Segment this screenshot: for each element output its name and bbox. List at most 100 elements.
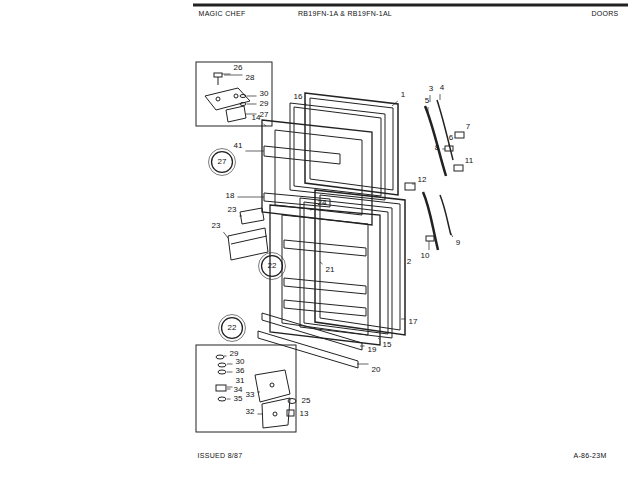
- callout-number: 12: [417, 176, 428, 184]
- door-liner: [270, 205, 380, 345]
- leader-line: [222, 74, 231, 75]
- liner-recess: [282, 215, 368, 335]
- bin-cover: [240, 208, 264, 224]
- callout-number: 13: [299, 410, 310, 418]
- bin-edge: [231, 236, 267, 244]
- washer: [218, 397, 226, 401]
- butter-bin: [228, 228, 268, 260]
- leader-line: [247, 96, 257, 97]
- door-shelf: [284, 278, 366, 294]
- detail-circle-rim: [209, 149, 236, 176]
- callout-number: 14: [251, 114, 262, 122]
- leader-line: [449, 144, 450, 146]
- screw-shank: [218, 77, 219, 85]
- leader-line: [357, 364, 369, 365]
- gasket-inner: [294, 107, 381, 196]
- callout-number: 5: [424, 97, 430, 105]
- washer: [240, 95, 246, 98]
- header-text: MAGIC CHEF: [198, 10, 247, 17]
- leader-line: [224, 356, 227, 357]
- leader-line: [239, 216, 242, 217]
- door-panel: [305, 93, 398, 195]
- callout-number: 3: [428, 85, 434, 93]
- leader-line: [257, 392, 260, 393]
- detail-circle-rim: [259, 253, 286, 280]
- washer: [240, 103, 246, 106]
- callout-number: 9: [455, 239, 461, 247]
- leader-line: [227, 364, 233, 365]
- leader-line: [428, 107, 429, 114]
- callout-number: 19: [367, 346, 378, 354]
- callout-number: 25: [301, 397, 312, 405]
- gasket: [290, 103, 385, 200]
- callout-number: 35: [233, 395, 244, 403]
- callout-number: 34: [233, 386, 244, 394]
- shelf-bar: [262, 313, 362, 350]
- callout-number: 29: [259, 100, 270, 108]
- callout-number: 32: [245, 408, 256, 416]
- leader-line: [440, 94, 441, 100]
- liner-recess: [275, 130, 362, 215]
- leader-line: [430, 95, 431, 102]
- leader-line: [401, 319, 406, 320]
- detail-circle: [262, 256, 283, 277]
- callout-number: 30: [259, 90, 270, 98]
- leader-line: [442, 149, 445, 150]
- callout-number: 10: [420, 252, 431, 260]
- hinge-block: [405, 183, 415, 190]
- callout-number: 26: [233, 64, 244, 72]
- callout-number: 22: [227, 324, 238, 332]
- leader-line: [392, 101, 398, 106]
- end-cap: [454, 165, 463, 171]
- cap: [288, 399, 296, 404]
- callout-number: 17: [408, 318, 419, 326]
- gasket: [300, 198, 392, 338]
- leader-line: [223, 232, 228, 238]
- callout-number: 22: [267, 262, 278, 270]
- leader-line: [360, 346, 365, 347]
- leader-line: [305, 103, 307, 106]
- leader-line: [237, 197, 264, 198]
- callout-number: 7: [465, 123, 471, 131]
- bushing: [216, 355, 224, 359]
- end-cap: [455, 132, 464, 138]
- callout-number: 2: [406, 258, 412, 266]
- washer: [218, 363, 226, 367]
- detail-circle-rim: [219, 315, 246, 342]
- callout-number: 31: [235, 377, 246, 385]
- hinge-bracket: [255, 370, 290, 402]
- callout-number: 23: [227, 206, 238, 214]
- leader-line: [378, 338, 380, 339]
- hole: [273, 412, 277, 416]
- leader-line: [227, 399, 231, 400]
- leader-line: [227, 389, 231, 390]
- screw-head: [214, 73, 222, 77]
- header-text: A-86-23M: [572, 452, 607, 459]
- callout-number: 8: [434, 144, 440, 152]
- cam: [216, 385, 226, 391]
- callout-number: 11: [464, 157, 474, 165]
- callout-number: 1: [400, 91, 406, 99]
- leader-line: [320, 262, 323, 264]
- handle: [425, 106, 446, 176]
- end-cap: [426, 236, 434, 241]
- callout-number: 15: [382, 341, 393, 349]
- callout-number: 23: [211, 222, 222, 230]
- handle: [423, 192, 438, 250]
- leader-line: [227, 372, 233, 373]
- hinge-plate: [262, 398, 290, 428]
- callout-number: 21: [325, 266, 336, 274]
- callout-number: 20: [371, 366, 382, 374]
- leader-line: [227, 387, 233, 388]
- callout-number: 33: [245, 391, 256, 399]
- leader-line: [257, 414, 263, 415]
- header-rule: [193, 4, 628, 7]
- hole: [270, 383, 274, 387]
- inset-box: [196, 62, 272, 126]
- detail-circle: [212, 152, 233, 173]
- hole: [234, 94, 238, 98]
- shim: [226, 106, 246, 122]
- callout-number: 16: [293, 93, 304, 101]
